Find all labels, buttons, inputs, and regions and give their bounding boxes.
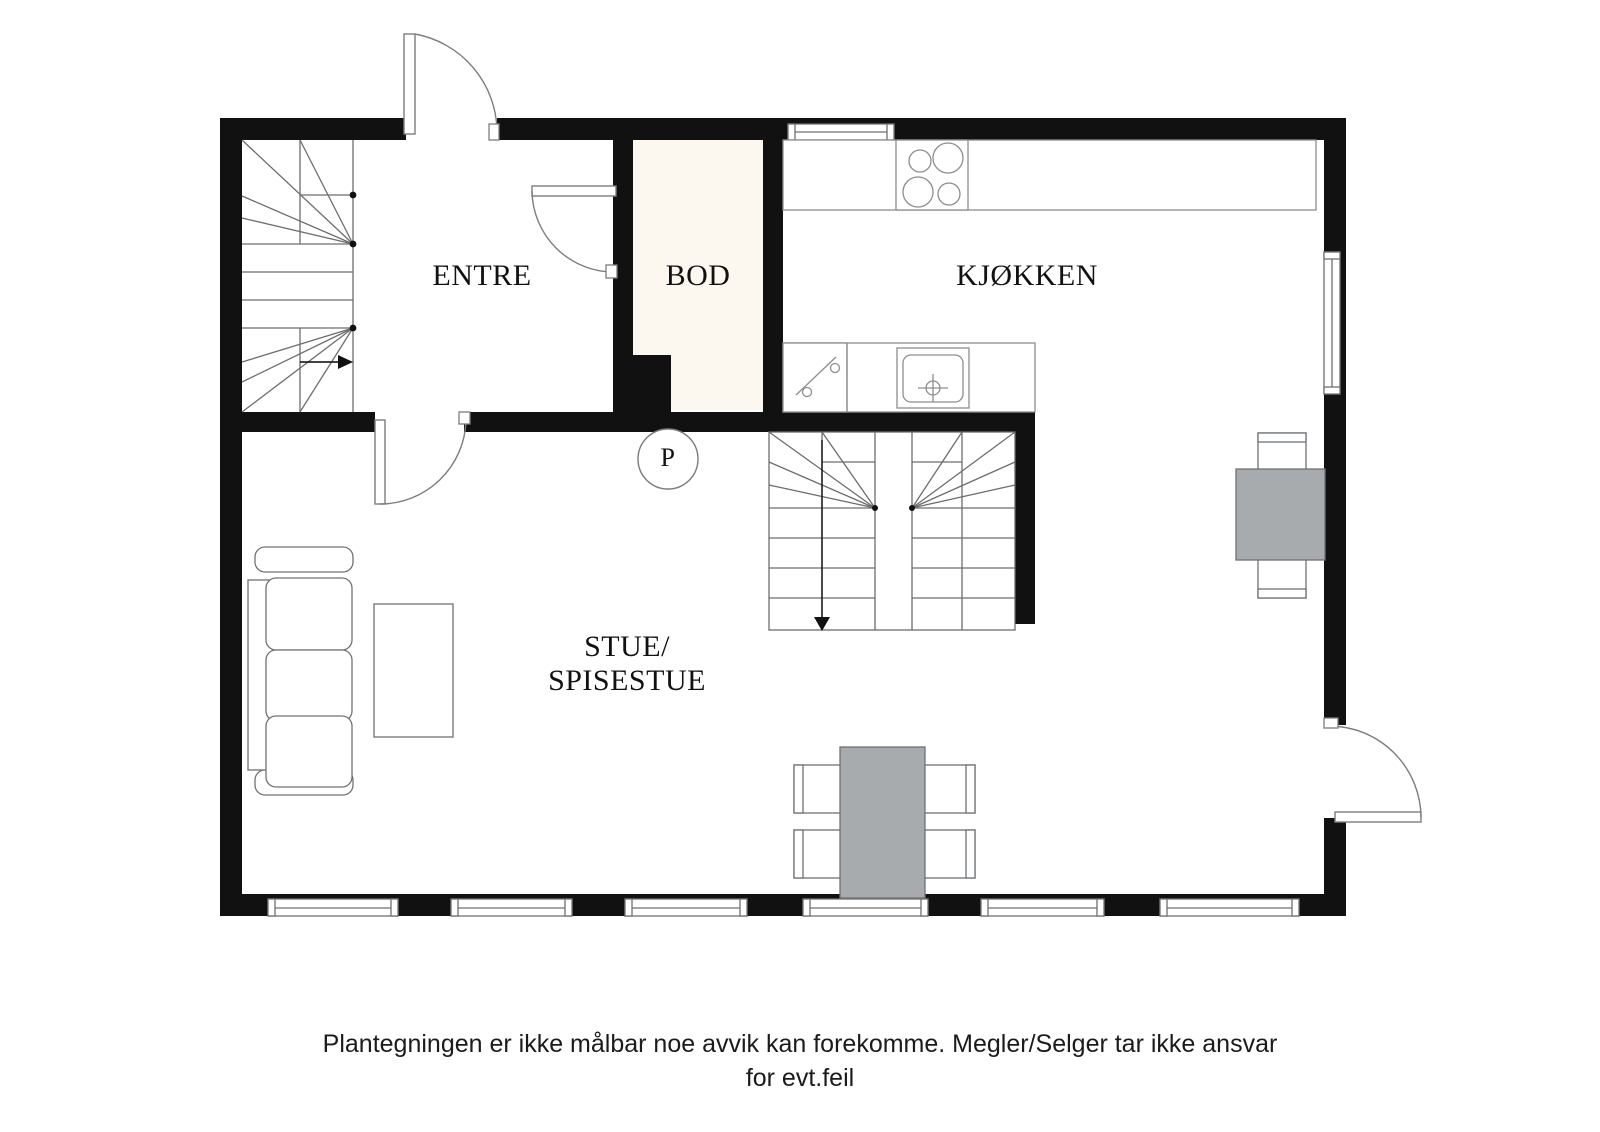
window-right: [1323, 251, 1341, 395]
dining-table-group: [793, 746, 976, 899]
kitchen-fixtures: [782, 139, 1317, 413]
wall-bottom-seg-6: [1104, 894, 1160, 916]
walls: [220, 118, 1346, 916]
wall-bottom-seg-4: [747, 894, 803, 916]
furniture: [247, 432, 1326, 899]
dining-table: [839, 746, 926, 899]
window-bottom-2: [450, 898, 573, 917]
bod-room-fill: [633, 138, 763, 410]
wall-top-right: [894, 118, 1346, 140]
room-fills: [633, 138, 763, 410]
windows: [267, 123, 1341, 917]
wall-right-lower: [1324, 818, 1346, 916]
wall-bod-notch: [625, 355, 671, 412]
sink: [896, 347, 970, 409]
wall-bottom-sill: [268, 894, 1299, 899]
side-table: [1235, 468, 1326, 561]
window-bottom-3: [624, 898, 748, 917]
wall-bottom-seg-5: [928, 894, 981, 916]
wall-bottom-seg-2: [398, 894, 451, 916]
wall-bottom-seg-7: [1299, 894, 1346, 916]
door-entre-stue[interactable]: [374, 411, 471, 505]
wall-top-mid: [497, 118, 788, 140]
stair-entre: [241, 139, 357, 413]
side-table-group: [1235, 432, 1326, 599]
room-label-stue-spisestue: STUE/ SPISESTUE: [548, 630, 706, 697]
wall-top-window-sill: [788, 118, 894, 124]
wall-interior-horiz-left: [220, 412, 375, 432]
wall-center-stair-right: [1015, 412, 1035, 624]
wall-right-window-jamb: [1340, 252, 1346, 394]
p-marker-label: P: [660, 443, 676, 472]
room-label-entre: ENTRE: [432, 259, 532, 292]
wall-right-upper: [1324, 118, 1346, 252]
room-label-kjokken: KJØKKEN: [956, 259, 1098, 292]
dishwasher: [782, 342, 848, 413]
window-bottom-6: [1159, 898, 1300, 917]
p-marker: [637, 428, 699, 490]
wall-top-left: [220, 118, 406, 140]
upper-counter: [782, 139, 1317, 211]
door-terrace[interactable]: [1323, 717, 1422, 823]
window-bottom-5: [980, 898, 1105, 917]
footer-disclaimer: Plantegningen er ikke målbar noe avvik k…: [322, 1030, 1278, 1092]
coffee-table: [373, 603, 454, 738]
wall-bod-kjokken: [763, 138, 783, 432]
door-main-entry[interactable]: [403, 33, 500, 141]
doors: [374, 33, 1422, 823]
door-bod[interactable]: [531, 185, 618, 279]
wall-bottom-seg-1: [220, 894, 268, 916]
window-bottom-1: [267, 898, 399, 917]
lower-counter: [782, 342, 1036, 413]
window-bottom-4: [802, 898, 929, 917]
window-top-kitchen: [787, 123, 895, 141]
wall-left: [220, 118, 242, 916]
room-label-bod: BOD: [665, 259, 731, 292]
wall-interior-horiz-kitchen: [763, 412, 1035, 432]
sofa: [247, 546, 354, 796]
stair-center: [768, 431, 1016, 631]
wall-bottom-seg-3: [572, 894, 625, 916]
wall-right-mid: [1324, 394, 1346, 725]
